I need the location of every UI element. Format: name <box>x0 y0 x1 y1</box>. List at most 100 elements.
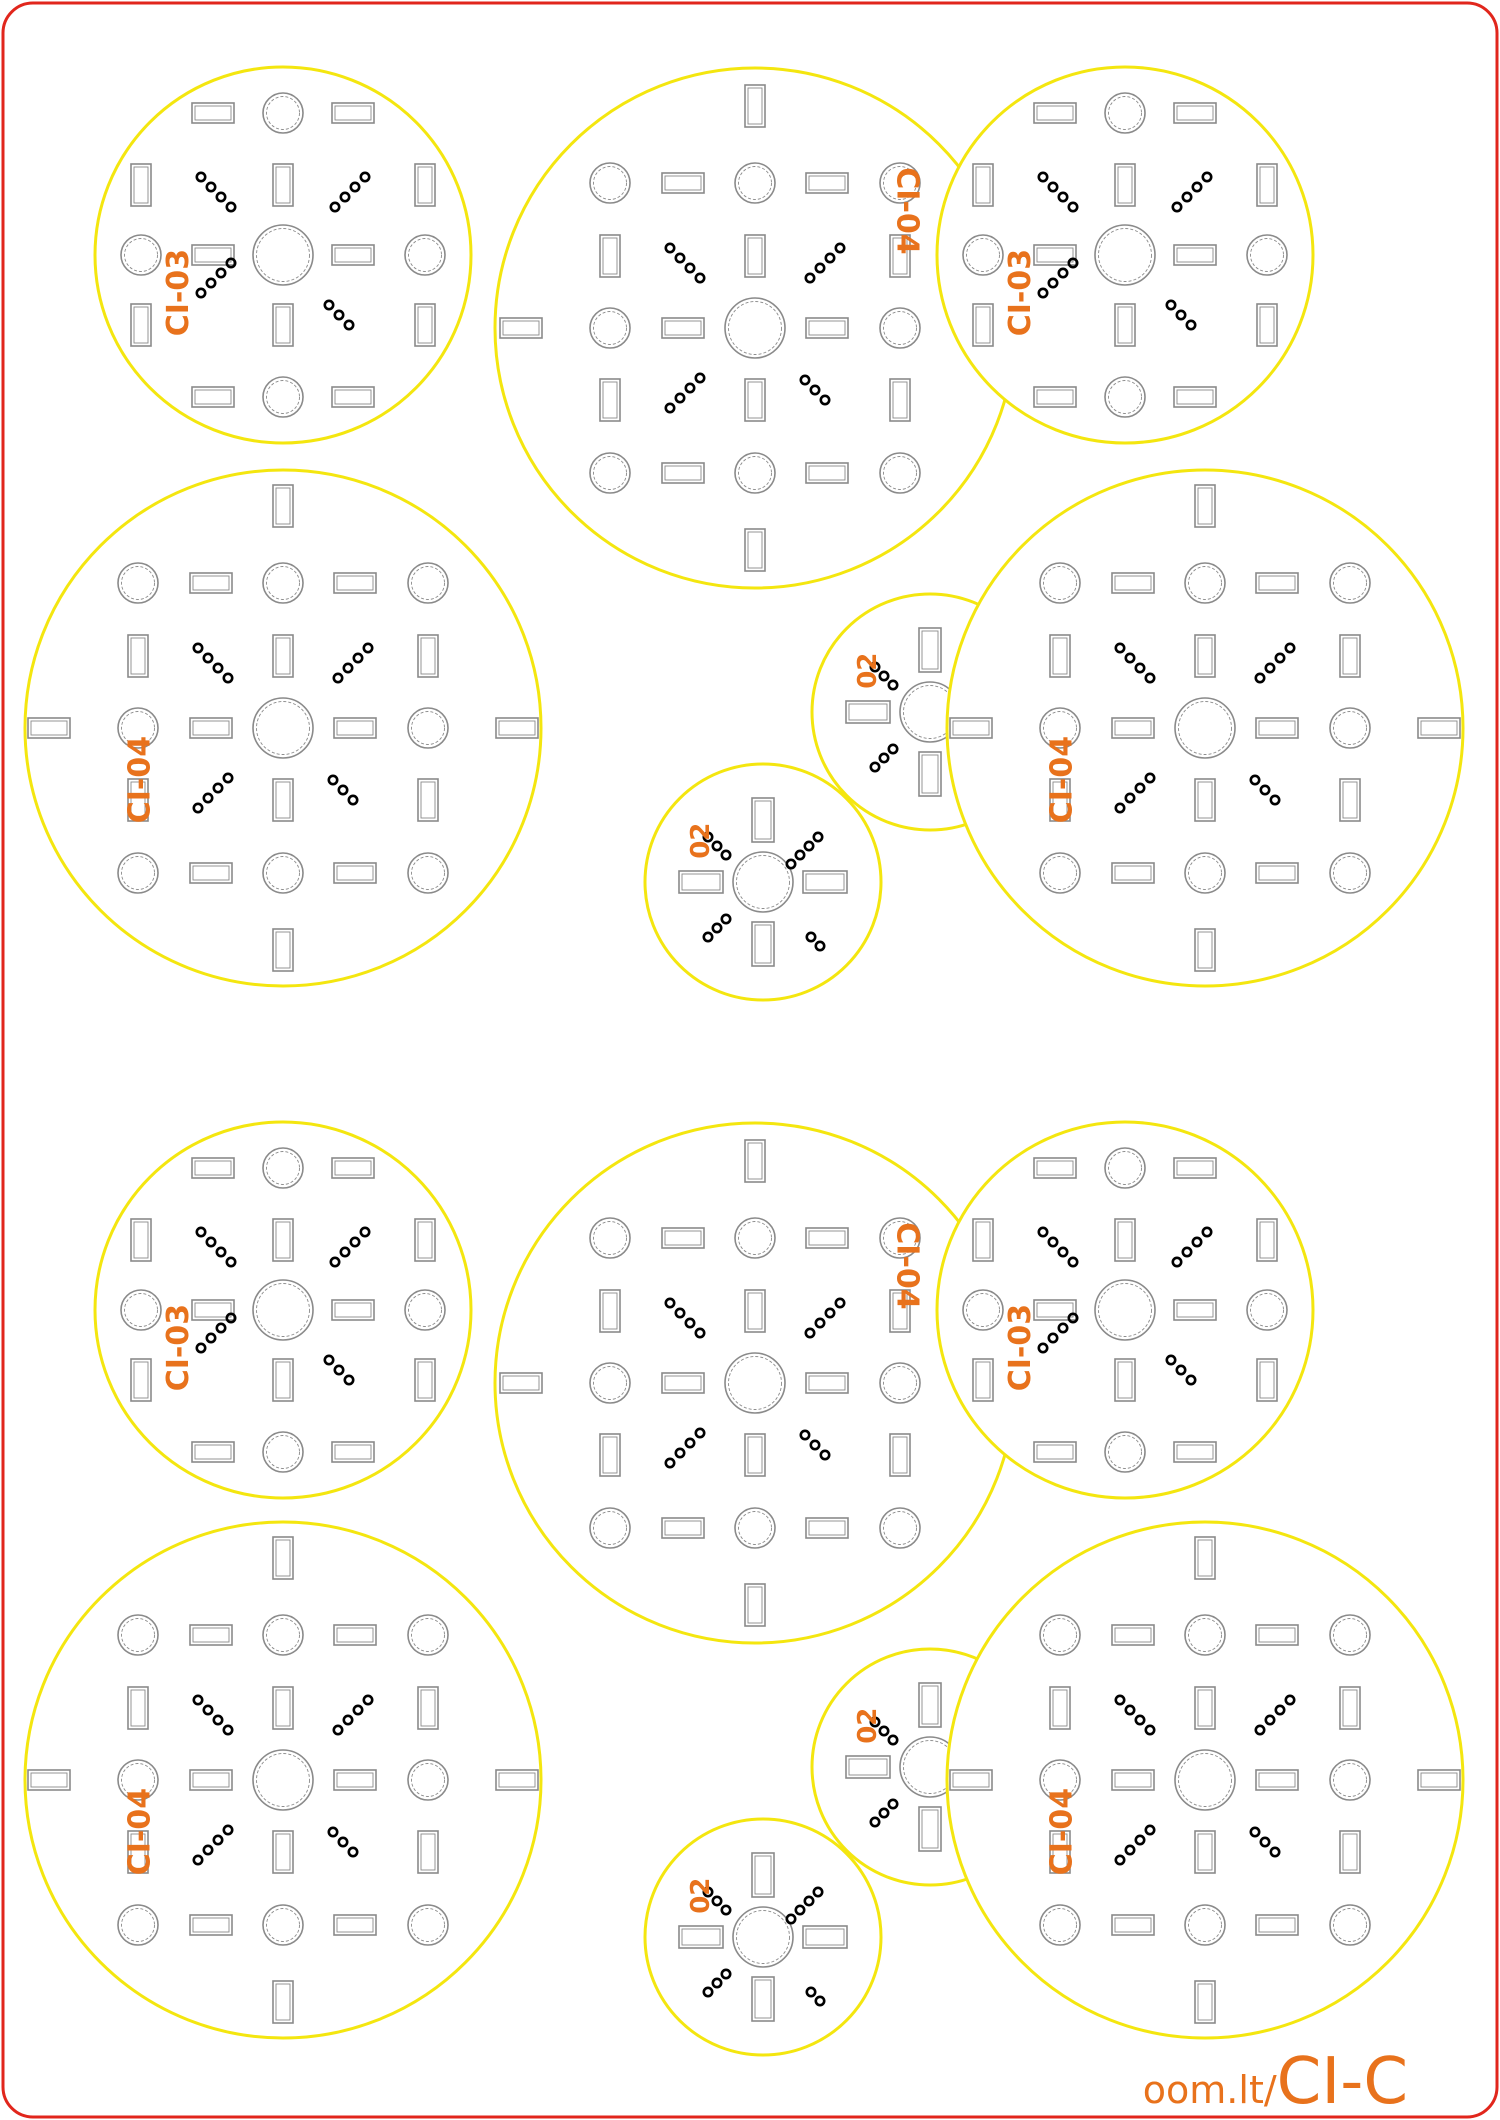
slot <box>1255 717 1299 739</box>
slot-inner <box>1052 1833 1068 1871</box>
grid-hole <box>117 1904 159 1946</box>
grid-hole <box>879 1217 921 1259</box>
slot-inner <box>133 166 149 204</box>
grid-hole <box>1329 852 1371 894</box>
slot <box>845 1755 891 1779</box>
slot-inner <box>275 487 291 525</box>
edge-hole-inner <box>966 1293 1000 1327</box>
grid-hole <box>262 1614 304 1656</box>
grid-hole-inner <box>1188 856 1222 890</box>
grid-hole-inner <box>883 166 917 200</box>
part-disc-04: CI-04 <box>23 468 543 988</box>
center-hole-inner <box>736 1910 790 1964</box>
edge-hole-inner <box>1108 1151 1142 1185</box>
rivet-dot <box>1269 1846 1281 1858</box>
slot <box>744 1433 766 1477</box>
edge-hole <box>1104 1147 1146 1189</box>
rivet-dot <box>878 1807 890 1819</box>
slot-inner <box>664 1520 702 1536</box>
rivet-dot <box>1201 1226 1213 1238</box>
rivet-dot <box>887 743 899 755</box>
slot-inner <box>921 1809 939 1849</box>
part-disc-02: 02 <box>643 762 883 1002</box>
slot-inner <box>892 237 908 275</box>
slot-inner <box>420 1833 436 1871</box>
rivet-dot <box>1249 774 1261 786</box>
rivet-dot <box>711 922 723 934</box>
grid-hole <box>1329 707 1371 749</box>
grid-hole <box>589 162 631 204</box>
slot <box>1173 1157 1217 1179</box>
slot <box>1173 1299 1217 1321</box>
slot <box>661 1227 705 1249</box>
center-hole-inner <box>256 1283 310 1337</box>
slot-inner <box>1342 637 1358 675</box>
part-outline <box>493 1121 1017 1645</box>
grid-hole-inner <box>411 711 445 745</box>
rivet-dot <box>702 1986 714 1998</box>
slot <box>1256 1358 1278 1402</box>
rivet-dot <box>684 1437 696 1449</box>
rivet-dot <box>803 1895 815 1907</box>
part-label: 02 <box>686 1878 716 1914</box>
slot <box>1111 1769 1155 1791</box>
rivet-dot <box>1067 201 1079 213</box>
rivet-dot <box>202 792 214 804</box>
slot <box>744 234 766 278</box>
rivet-dot <box>359 171 371 183</box>
slot <box>191 244 235 266</box>
rivet-dot <box>215 1246 227 1258</box>
edge-hole <box>404 234 446 276</box>
rivet-dot <box>205 181 217 193</box>
rivet-dot <box>674 252 686 264</box>
slot <box>1033 244 1077 266</box>
slot-inner <box>192 1917 230 1933</box>
center-hole-inner <box>256 1753 310 1807</box>
rivet-dot <box>1037 1226 1049 1238</box>
rivet-dot <box>329 1256 341 1268</box>
grid-hole <box>1039 707 1081 749</box>
slot-inner <box>1258 720 1296 736</box>
rivet-dot <box>1037 1342 1049 1354</box>
rivet-dot <box>202 1704 214 1716</box>
grid-hole <box>589 452 631 494</box>
slot-inner <box>952 720 990 736</box>
rivet-dot <box>720 1904 732 1916</box>
slot-inner <box>1176 1160 1214 1176</box>
slot-inner <box>1420 720 1458 736</box>
rivet-dot <box>878 752 890 764</box>
part-outline <box>643 762 883 1002</box>
slot <box>1256 303 1278 347</box>
grid-hole <box>879 1507 921 1549</box>
slot <box>191 102 235 124</box>
slot <box>1256 163 1278 207</box>
edge-hole-inner <box>1108 96 1142 130</box>
slot-inner <box>130 781 146 819</box>
slot <box>949 717 993 739</box>
rivet-dot <box>192 642 204 654</box>
grid-hole-inner <box>1043 1618 1077 1652</box>
slot-inner <box>336 1772 374 1788</box>
rivet-dot <box>362 1694 374 1706</box>
slot <box>1339 778 1361 822</box>
rivet-dot <box>195 1342 207 1354</box>
rivet-dot <box>1037 171 1049 183</box>
rivet-dot <box>1134 662 1146 674</box>
rivet-dot <box>1181 1246 1193 1258</box>
rivet-dot <box>1124 792 1136 804</box>
slot-inner <box>133 306 149 344</box>
grid-hole-inner <box>593 311 627 345</box>
part-label: CI-03 <box>1003 1304 1038 1391</box>
grid-hole-inner <box>738 1511 772 1545</box>
rivet-dot <box>702 931 714 943</box>
slot-inner <box>194 1302 232 1318</box>
brand-prefix: oom.lt/ <box>1143 2068 1277 2112</box>
grid-hole <box>1329 1614 1371 1656</box>
rivet-dot <box>674 1447 686 1459</box>
rivet-dot <box>1171 1256 1183 1268</box>
part-label: CI-04 <box>889 1222 924 1309</box>
slot <box>1111 862 1155 884</box>
rivet-dot <box>1185 1374 1197 1386</box>
edge-hole <box>1104 376 1146 418</box>
grid-hole-inner <box>593 166 627 200</box>
